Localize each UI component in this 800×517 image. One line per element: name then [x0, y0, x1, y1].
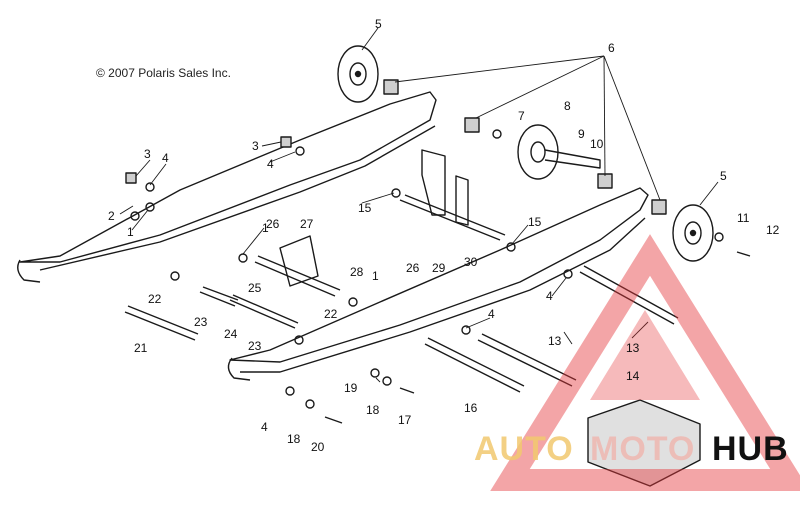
callout-19: 19 — [344, 381, 358, 395]
slide-assembly — [587, 399, 701, 487]
shafts — [124, 194, 679, 393]
callout-3: 3 — [252, 139, 259, 153]
idler-wheel-top — [337, 45, 379, 103]
left-rail — [19, 91, 437, 263]
callout-23: 23 — [194, 315, 208, 329]
bracket — [421, 149, 469, 226]
callout-28: 28 — [350, 265, 364, 279]
callout-25: 25 — [248, 281, 262, 295]
callout-27: 27 — [300, 217, 314, 231]
callout-22: 22 — [148, 292, 162, 306]
callout-15: 15 — [528, 215, 542, 229]
callout-4: 4 — [162, 151, 169, 165]
callout-3: 3 — [144, 147, 151, 161]
callout-24: 24 — [224, 327, 238, 341]
callout-13: 13 — [548, 334, 562, 348]
leader-lines — [119, 27, 719, 383]
callout-6: 6 — [608, 41, 615, 55]
callout-14: 14 — [626, 369, 640, 383]
callout-1: 1 — [372, 269, 379, 283]
callout-26: 26 — [266, 217, 280, 231]
callout-11: 11 — [737, 211, 750, 225]
callout-20: 20 — [311, 440, 325, 454]
callout-10: 10 — [590, 137, 604, 151]
bolt-17 — [399, 387, 415, 394]
copyright-notice: © 2007 Polaris Sales Inc. — [96, 66, 231, 80]
callout-23: 23 — [248, 339, 262, 353]
callout-18: 18 — [287, 432, 301, 446]
bolt-12 — [736, 251, 751, 257]
idler-wheel-mid — [517, 124, 601, 180]
nuts — [125, 79, 667, 215]
callout-7: 7 — [518, 109, 525, 123]
callout-22: 22 — [324, 307, 338, 321]
callout-5: 5 — [375, 17, 382, 31]
watermark-text-auto: AUTO — [474, 430, 574, 468]
watermark-text-hub: HUB — [712, 430, 789, 468]
callout-1: 1 — [262, 221, 269, 235]
callout-4: 4 — [488, 307, 495, 321]
callout-2: 2 — [108, 209, 115, 223]
washers — [130, 129, 724, 409]
callout-18: 18 — [366, 403, 380, 417]
callout-1: 1 — [127, 225, 134, 239]
callout-15: 15 — [358, 201, 372, 215]
callout-16: 16 — [464, 401, 478, 415]
callout-4: 4 — [261, 420, 268, 434]
callout-8: 8 — [564, 99, 571, 113]
watermark-text-moto: MOTO — [590, 430, 696, 468]
callout-30: 30 — [464, 255, 478, 269]
callout-12: 12 — [766, 223, 780, 237]
callout-29: 29 — [432, 261, 446, 275]
right-rail — [229, 187, 649, 363]
callout-21: 21 — [134, 341, 148, 355]
callout-5: 5 — [720, 169, 727, 183]
callout-4: 4 — [546, 289, 553, 303]
callout-17: 17 — [398, 413, 412, 427]
callout-9: 9 — [578, 127, 585, 141]
callout-26: 26 — [406, 261, 420, 275]
callout-13: 13 — [626, 341, 640, 355]
idler-wheel-right — [672, 204, 714, 262]
right-rail-tip — [227, 357, 251, 381]
callout-4: 4 — [267, 157, 274, 171]
bolt-20 — [324, 416, 343, 424]
plate — [279, 235, 319, 287]
watermark-logo — [490, 234, 800, 491]
left-rail-tip — [17, 259, 41, 283]
